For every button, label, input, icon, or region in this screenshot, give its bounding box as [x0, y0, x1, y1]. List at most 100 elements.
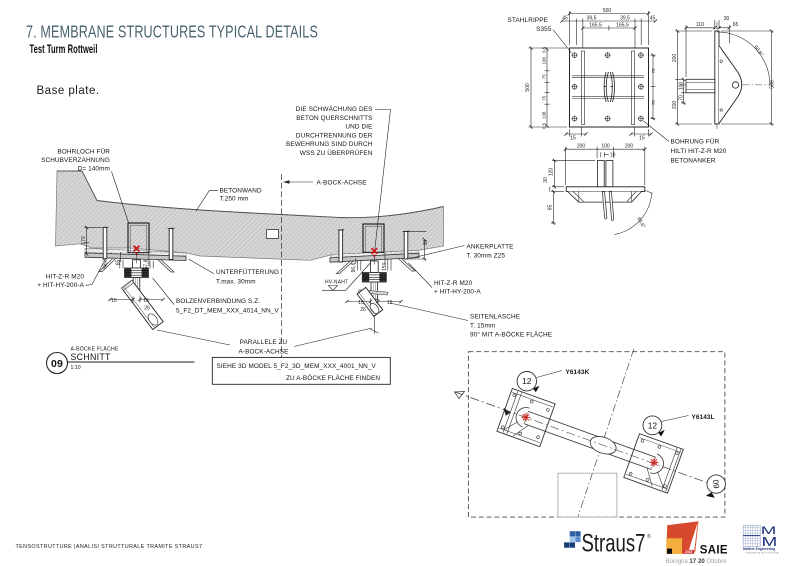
- svg-text:200: 200: [672, 54, 678, 63]
- svg-text:SCHNITT: SCHNITT: [71, 352, 112, 362]
- svg-text:65: 65: [733, 22, 739, 28]
- svg-text:138: 138: [541, 111, 546, 119]
- svg-text:30: 30: [543, 177, 549, 183]
- svg-text:26: 26: [144, 306, 150, 312]
- svg-text:138: 138: [541, 57, 546, 65]
- svg-text:Y6143L: Y6143L: [692, 414, 715, 421]
- svg-text:12: 12: [648, 420, 658, 430]
- svg-text:39,5: 39,5: [587, 15, 597, 21]
- svg-text:Straus7: Straus7: [582, 530, 646, 558]
- svg-text:HIT-Z-R M20: HIT-Z-R M20: [46, 274, 85, 281]
- svg-text:SCHUBVERZAHNUNG: SCHUBVERZAHNUNG: [41, 157, 110, 164]
- svg-text:SEITENLASCHE: SEITENLASCHE: [470, 314, 520, 321]
- svg-text:110: 110: [696, 22, 704, 28]
- svg-text:BETON QUERSCHNITTS: BETON QUERSCHNITTS: [296, 115, 372, 122]
- svg-text:45: 45: [650, 15, 656, 21]
- svg-text:6,5: 6,5: [541, 46, 546, 53]
- svg-text:30: 30: [724, 16, 730, 22]
- svg-text:Bologna 17-20 Ottobre: Bologna 17-20 Ottobre: [666, 559, 727, 565]
- svg-text:7. MEMBRANE STRUCTURES TYPICAL: 7. MEMBRANE STRUCTURES TYPICAL DETAILS: [26, 22, 318, 42]
- svg-text:70: 70: [678, 95, 684, 101]
- svg-text:+ HIT-HY-200-A: + HIT-HY-200-A: [434, 289, 481, 296]
- svg-text:200: 200: [625, 144, 634, 150]
- svg-text:+ HIT-HY-200-A: + HIT-HY-200-A: [37, 282, 84, 289]
- svg-text:75: 75: [541, 74, 546, 79]
- svg-text:68,6°: 68,6°: [752, 44, 764, 57]
- svg-text:BETONWAND: BETONWAND: [220, 188, 263, 195]
- svg-text:SIEHE 3D MODEL 5_F2_3D_MEM_XXX: SIEHE 3D MODEL 5_F2_3D_MEM_XXX_4001_NN_V: [217, 363, 377, 370]
- svg-text:PARALLELE ZU: PARALLELE ZU: [240, 339, 288, 346]
- svg-text:200: 200: [577, 144, 586, 150]
- svg-text:92,8: 92,8: [102, 259, 108, 269]
- svg-text:15: 15: [639, 136, 645, 142]
- svg-text:UND DIE: UND DIE: [345, 124, 372, 131]
- svg-text:6,5: 6,5: [541, 122, 546, 129]
- svg-text:65,6°: 65,6°: [635, 216, 646, 229]
- svg-text:500: 500: [770, 80, 776, 89]
- svg-text:Base plate.: Base plate.: [37, 85, 100, 97]
- svg-text:BEWEHRUNG SIND DURCH: BEWEHRUNG SIND DURCH: [286, 141, 373, 148]
- svg-text:A-BOCK-ACHSE: A-BOCK-ACHSE: [317, 180, 367, 187]
- svg-text:engineering and consulting: engineering and consulting: [746, 550, 780, 554]
- svg-text:09: 09: [51, 358, 63, 370]
- svg-text:T.max. 30mm: T.max. 30mm: [216, 279, 256, 286]
- svg-text:65: 65: [115, 260, 121, 266]
- svg-text:BOLZENVERBINDUNG S.Z.: BOLZENVERBINDUNG S.Z.: [176, 298, 260, 305]
- svg-text:WSS ZU ÜBERPRÜFEN: WSS ZU ÜBERPRÜFEN: [300, 149, 373, 157]
- svg-text:UNTERFÜTTERUNG: UNTERFÜTTERUNG: [216, 268, 279, 276]
- svg-text:26: 26: [360, 307, 366, 313]
- svg-text:S355: S355: [536, 26, 552, 33]
- svg-text:5_F2_DT_MEM_XXX_4014_NN_V: 5_F2_DT_MEM_XXX_4014_NN_V: [176, 308, 279, 315]
- svg-text:T. 15mm: T. 15mm: [470, 323, 495, 330]
- svg-text:SAIE: SAIE: [700, 545, 728, 557]
- svg-text:65: 65: [548, 205, 554, 211]
- svg-text:HILTI HIT-Z-R M20: HILTI HIT-Z-R M20: [671, 148, 727, 155]
- svg-text:M: M: [761, 525, 777, 537]
- svg-text:150: 150: [382, 262, 388, 271]
- svg-text:15: 15: [143, 298, 149, 304]
- svg-text:57,8: 57,8: [144, 259, 150, 269]
- svg-text:90° MIT A-BÖCKE FLÄCHE: 90° MIT A-BÖCKE FLÄCHE: [470, 331, 552, 339]
- svg-text:BOHRUNG FÜR: BOHRUNG FÜR: [671, 138, 720, 146]
- svg-text:165,5: 165,5: [616, 22, 629, 28]
- svg-text:ZU A-BÖCKE FLÄCHE FINDEN: ZU A-BÖCKE FLÄCHE FINDEN: [286, 374, 380, 382]
- svg-text:15: 15: [358, 300, 364, 306]
- svg-text:200: 200: [672, 101, 678, 110]
- svg-text:10: 10: [610, 153, 616, 159]
- svg-text:100: 100: [601, 144, 610, 150]
- svg-text:HIT-Z-R M20: HIT-Z-R M20: [434, 280, 473, 287]
- svg-text:M: M: [762, 534, 778, 549]
- svg-text:500: 500: [525, 83, 531, 92]
- svg-text:15: 15: [111, 298, 117, 304]
- svg-text:A-BOCK-ACHSE: A-BOCK-ACHSE: [238, 349, 288, 356]
- svg-text:A-BÖCKE FLÄCHE: A-BÖCKE FLÄCHE: [71, 346, 119, 353]
- svg-text:500: 500: [603, 8, 612, 14]
- svg-text:75: 75: [651, 100, 656, 105]
- svg-text:Test Turm Rottweil: Test Turm Rottweil: [30, 42, 98, 56]
- svg-text:15: 15: [387, 300, 393, 306]
- svg-text:2018: 2018: [685, 550, 693, 554]
- svg-text:75: 75: [541, 95, 546, 100]
- svg-text:DIE SCHWÄCHUNG DES: DIE SCHWÄCHUNG DES: [296, 105, 373, 113]
- svg-text:15: 15: [570, 136, 576, 142]
- svg-text:DURCHTRENNUNG DER: DURCHTRENNUNG DER: [296, 132, 373, 139]
- svg-text:120: 120: [549, 168, 555, 177]
- svg-text:75: 75: [651, 68, 656, 73]
- svg-text:30: 30: [423, 240, 429, 246]
- svg-text:100: 100: [678, 82, 684, 91]
- svg-text:09: 09: [711, 479, 721, 489]
- svg-text:Maffeis Engineering: Maffeis Engineering: [743, 547, 775, 551]
- svg-text:170: 170: [81, 236, 87, 245]
- svg-text:BETONANKER: BETONANKER: [671, 158, 716, 165]
- svg-text:12: 12: [522, 376, 532, 386]
- svg-text:45: 45: [562, 15, 568, 21]
- svg-text:165,5: 165,5: [589, 22, 602, 28]
- svg-text:1:10: 1:10: [71, 365, 81, 371]
- svg-text:TENSOSTRUTTURE |ANALISI STRUT: TENSOSTRUTTURE |ANALISI STRUTTURALE TRAM…: [16, 544, 203, 550]
- svg-text:ANKERPLATTE: ANKERPLATTE: [467, 244, 514, 251]
- svg-text:STAHLRIPPE: STAHLRIPPE: [507, 17, 548, 24]
- svg-text:Y6143K: Y6143K: [566, 369, 590, 376]
- svg-text:D= 140mm: D= 140mm: [78, 166, 110, 173]
- svg-text:BOHRLOCH FÜR: BOHRLOCH FÜR: [57, 148, 110, 156]
- svg-text:T. 30mm Z25: T. 30mm Z25: [467, 253, 506, 260]
